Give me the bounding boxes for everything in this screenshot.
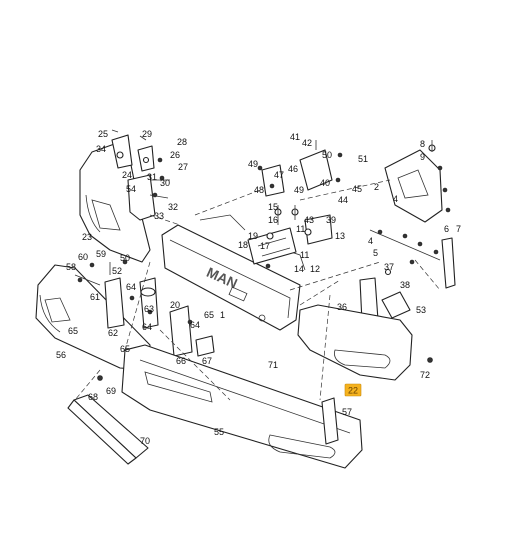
right-corner-panel [384,140,451,223]
right-bumper-end [297,304,433,381]
callout-37: 37 [384,262,394,272]
callout-2: 2 [374,182,379,192]
callout-10: 11 [296,224,305,234]
callout-72: 72 [420,370,430,380]
highlight-label: 22 [348,386,358,396]
callout-70: 70 [140,436,150,446]
callout-19: 19 [248,231,258,241]
callout-50: 50 [322,150,332,160]
callout-51: 51 [358,154,368,164]
callout-64c: 64 [190,320,200,330]
center-bracket-cluster [247,140,343,269]
callout-40: 40 [320,178,330,188]
callout-65c: 65 [120,344,130,354]
callout-47: 47 [274,170,284,180]
callout-25: 25 [98,129,108,139]
callout-29: 29 [142,129,152,139]
callout-31: 31 [147,172,157,182]
callout-52: 52 [112,266,122,276]
left-lower-hardware [74,259,215,381]
callout-65a: 65 [68,326,78,336]
callout-46: 46 [288,164,298,174]
callout-61: 61 [90,292,100,302]
callout-1: 1 [220,310,225,320]
highlight-22[interactable]: 22 [344,383,362,397]
callout-30: 30 [160,178,170,188]
callout-49a: 49 [248,159,258,169]
center-support-panel: MAN [161,214,306,331]
callout-67: 67 [202,356,212,366]
license-plate [67,394,149,465]
callout-39: 39 [326,215,336,225]
callout-23: 23 [82,232,92,242]
callout-8: 8 [420,139,425,149]
callout-58: 58 [66,262,76,272]
callout-64b: 64 [142,322,152,332]
callout-15: 15 [268,202,278,212]
callout-18: 18 [238,240,248,250]
callout-36: 36 [337,302,347,312]
callout-42: 42 [302,138,312,148]
callout-38: 38 [400,280,410,290]
callout-6: 6 [444,224,449,234]
callout-68: 68 [88,392,98,402]
right-hardware [359,229,456,323]
callout-20: 20 [170,300,180,310]
callout-55: 55 [214,427,224,437]
callout-11: 11 [300,250,309,260]
callout-66: 66 [176,356,186,366]
callout-14: 14 [294,264,304,274]
callout-49b: 49 [294,185,304,195]
callout-9: 9 [420,152,425,162]
callout-56: 56 [56,350,66,360]
callout-32: 32 [168,202,178,212]
callout-41: 41 [290,132,300,142]
callout-48: 48 [254,185,264,195]
callout-26: 26 [170,150,180,160]
callout-24: 24 [122,170,132,180]
callouts: 25 34 29 28 26 27 24 31 30 54 32 33 23 4… [56,129,461,446]
left-corner-panel [79,141,151,263]
callout-5: 5 [373,248,378,258]
callout-17: 17 [260,241,270,251]
callout-34: 34 [96,144,106,154]
callout-63: 63 [144,304,154,314]
callout-7: 7 [456,224,461,234]
callout-50b: 50 [120,253,130,263]
callout-28: 28 [177,137,187,147]
callout-65b: 65 [204,310,214,320]
left-bracket-assembly [111,129,170,221]
callout-69: 69 [106,386,116,396]
callout-54: 54 [126,184,136,194]
callout-71: 71 [268,360,278,370]
callout-59: 59 [96,249,106,259]
callout-53: 53 [416,305,426,315]
assembly-guide-lines [74,179,441,401]
callout-60: 60 [78,252,88,262]
callout-4b: 4 [368,236,373,246]
callout-12: 12 [310,264,320,274]
callout-33: 33 [154,211,164,221]
callout-43: 43 [304,215,314,225]
callout-16: 16 [268,215,278,225]
callout-27: 27 [178,162,188,172]
callout-45: 45 [352,184,362,194]
callout-62: 62 [108,328,118,338]
callout-64a: 64 [126,282,136,292]
callout-4a: 4 [393,194,398,204]
callout-44: 44 [338,195,348,205]
callout-57: 57 [342,407,352,417]
callout-13: 13 [335,231,345,241]
main-bumper [121,344,363,469]
